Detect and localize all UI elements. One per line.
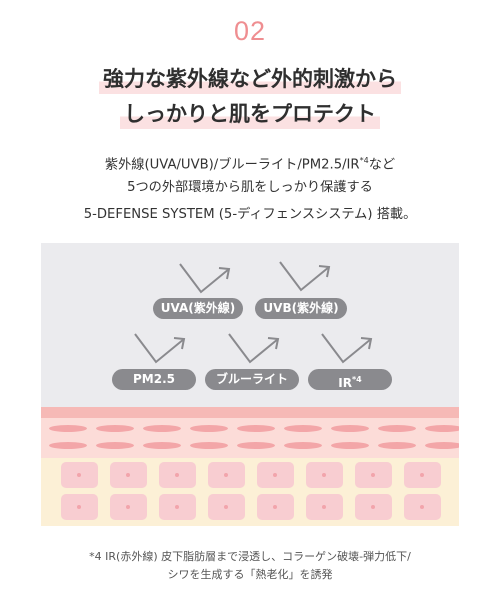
epidermis-cell <box>190 442 228 449</box>
epidermis-layer <box>41 418 459 458</box>
epidermis-cell <box>378 425 416 432</box>
dermis-cell <box>404 462 441 488</box>
uva-label: UVA(紫外線) <box>153 298 243 319</box>
epidermis-cell <box>425 425 459 432</box>
epidermis-cell <box>96 425 134 432</box>
dermis-cell <box>355 462 392 488</box>
dermis-cell <box>110 494 147 520</box>
cell-nucleus <box>175 473 179 477</box>
epidermis-cell <box>49 425 87 432</box>
footnote-line-1: *4 IR(赤外線) 皮下脂肪層まで浸透し、コラーゲン破壊-弾力低下/ <box>89 550 411 563</box>
bluelight-label: ブルーライト <box>205 369 299 390</box>
dermis-cell <box>355 494 392 520</box>
epidermis-cell <box>96 442 134 449</box>
dermis-cell <box>257 494 294 520</box>
pm25-arrow-icon <box>134 333 186 364</box>
cell-nucleus <box>420 473 424 477</box>
ir-footnote-mark: *4 <box>351 375 362 384</box>
cell-nucleus <box>224 473 228 477</box>
dermis-cell <box>159 462 196 488</box>
dermis-cell <box>110 462 147 488</box>
bluelight-arrow-icon <box>228 333 280 364</box>
dermis-cell <box>404 494 441 520</box>
dermis-cell <box>61 462 98 488</box>
cell-nucleus <box>322 505 326 509</box>
description-line-1: 紫外線(UVA/UVB)/ブルーライト/PM2.5/IR*4など <box>0 147 500 178</box>
dermis-cell <box>306 462 343 488</box>
cell-nucleus <box>77 505 81 509</box>
epidermis-cell <box>378 442 416 449</box>
cell-nucleus <box>224 505 228 509</box>
epidermis-cell <box>237 442 275 449</box>
dermis-cell <box>257 462 294 488</box>
cell-nucleus <box>273 505 277 509</box>
description-line-1-suffix: など <box>368 157 396 173</box>
cell-nucleus <box>175 505 179 509</box>
epidermis-cell <box>143 425 181 432</box>
footnote-line-2: シワを生成する「熱老化」を誘発 <box>167 568 333 581</box>
headline-line-1: 強力な紫外線など外的刺激から <box>99 64 401 94</box>
section-number: 02 <box>233 16 267 46</box>
uva-arrow-icon <box>179 263 231 294</box>
epidermis-cell <box>49 442 87 449</box>
epidermis-cell <box>237 425 275 432</box>
cell-nucleus <box>126 505 130 509</box>
dermis-cell <box>61 494 98 520</box>
cell-nucleus <box>126 473 130 477</box>
description-line-2: 5つの外部環境から肌をしっかり保護する <box>127 180 373 195</box>
ir-label-text: IR <box>338 376 352 390</box>
epidermis-cell <box>331 425 369 432</box>
epidermis-cell <box>425 442 459 449</box>
dermis-cell <box>306 494 343 520</box>
cell-nucleus <box>273 473 277 477</box>
epidermis-cell <box>284 425 322 432</box>
epidermis-cell <box>331 442 369 449</box>
dermis-cell <box>159 494 196 520</box>
cell-nucleus <box>371 505 375 509</box>
headline-line-2: しっかりと肌をプロテクト <box>120 99 380 129</box>
ir-label: IR*4 <box>308 369 392 390</box>
headline-line-1-wrap: 強力な紫外線など外的刺激から <box>0 64 500 94</box>
epidermis-surface <box>41 407 459 418</box>
dermis-cell <box>208 494 245 520</box>
skin-defense-illustration: UVA(紫外線) UVB(紫外線) PM2.5 ブルーライト IR*4 <box>41 243 459 526</box>
uvb-arrow-icon <box>279 261 331 292</box>
headline-line-2-wrap: しっかりと肌をプロテクト <box>0 99 500 129</box>
cell-nucleus <box>420 505 424 509</box>
epidermis-cell <box>190 425 228 432</box>
ir-arrow-icon <box>321 333 373 364</box>
uvb-label: UVB(紫外線) <box>255 298 347 319</box>
cell-nucleus <box>322 473 326 477</box>
pm25-label: PM2.5 <box>112 369 196 390</box>
epidermis-cell <box>284 442 322 449</box>
epidermis-cell <box>143 442 181 449</box>
description-line-1-text: 紫外線(UVA/UVB)/ブルーライト/PM2.5/IR <box>104 157 360 173</box>
dermis-layer <box>41 458 459 526</box>
description-footnote-mark: *4 <box>359 156 369 165</box>
cell-nucleus <box>77 473 81 477</box>
cell-nucleus <box>371 473 375 477</box>
dermis-cell <box>208 462 245 488</box>
description-line-3: 5-DEFENSE SYSTEM (5-ディフェンスシステム) 搭載。 <box>83 207 417 222</box>
